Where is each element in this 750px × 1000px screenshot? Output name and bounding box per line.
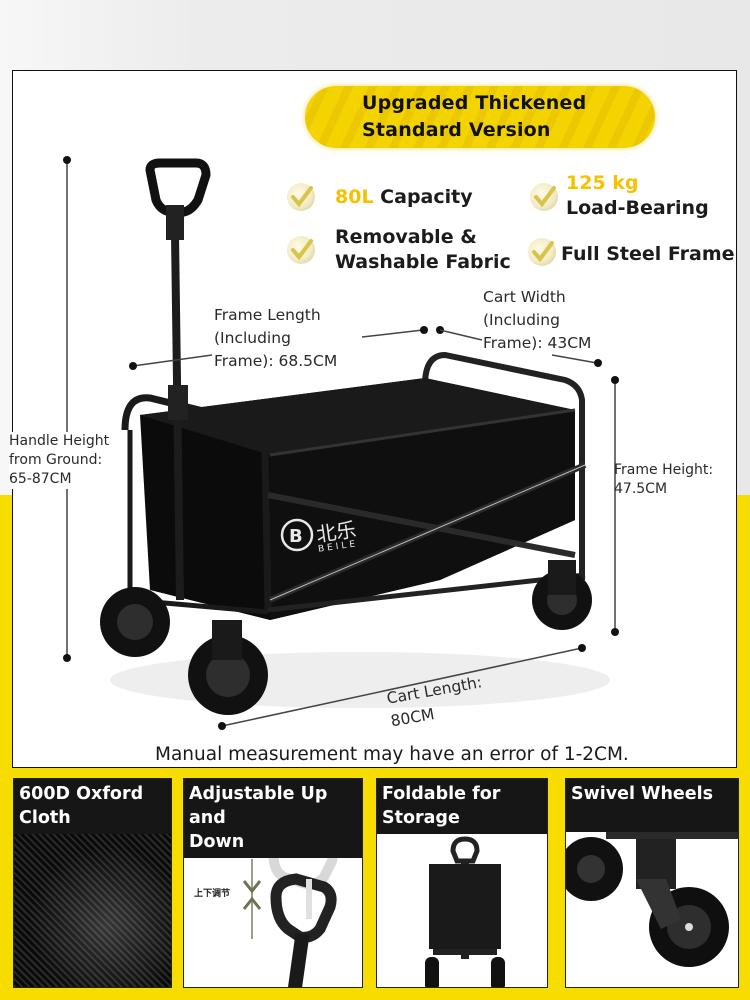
tile-adjustable-handle: 上下调节 Adjustable Up and Down xyxy=(183,778,363,988)
version-badge xyxy=(305,86,655,148)
check-icon xyxy=(287,236,315,264)
feature-capacity: 80L Capacity xyxy=(335,186,473,208)
tile-swivel-wheels: Swivel Wheels xyxy=(565,778,739,988)
folded-cart-image xyxy=(425,836,505,987)
frame-height-label: Frame Height: 47.5CM xyxy=(614,462,714,497)
tile-oxford-cloth: 600D Oxford Cloth xyxy=(13,778,172,988)
cart-illustration: B xyxy=(63,156,619,730)
feature-steel-frame: Full Steel Frame xyxy=(561,243,735,265)
frame-length-label: Frame Length (Including Frame): 68.5CM xyxy=(214,306,338,370)
tile-title: 600D Oxford Cloth xyxy=(14,779,171,834)
check-icon xyxy=(530,183,558,211)
measurement-note: Manual measurement may have an error of … xyxy=(155,744,629,765)
check-icon xyxy=(528,238,556,266)
tile-title: Swivel Wheels xyxy=(566,779,738,832)
feature-load-bearing: 125 kg Load-Bearing xyxy=(566,172,709,219)
version-badge-text: Upgraded Thickened Standard Version xyxy=(362,92,587,141)
svg-text:B: B xyxy=(289,526,303,547)
adjust-annotation: 上下调节 xyxy=(194,889,231,899)
fabric-texture-image xyxy=(14,833,171,987)
tile-foldable: Foldable for Storage xyxy=(376,778,548,988)
tile-title: Adjustable Up and Down xyxy=(184,779,362,858)
check-icon xyxy=(287,183,315,211)
cart-width-label: Cart Width (Including Frame): 43CM xyxy=(483,288,592,352)
feature-washable-fabric: Removable & Washable Fabric xyxy=(335,226,511,273)
tile-title: Foldable for Storage xyxy=(377,779,547,834)
handle-height-label: Handle Height from Ground: 65-87CM xyxy=(9,432,110,489)
